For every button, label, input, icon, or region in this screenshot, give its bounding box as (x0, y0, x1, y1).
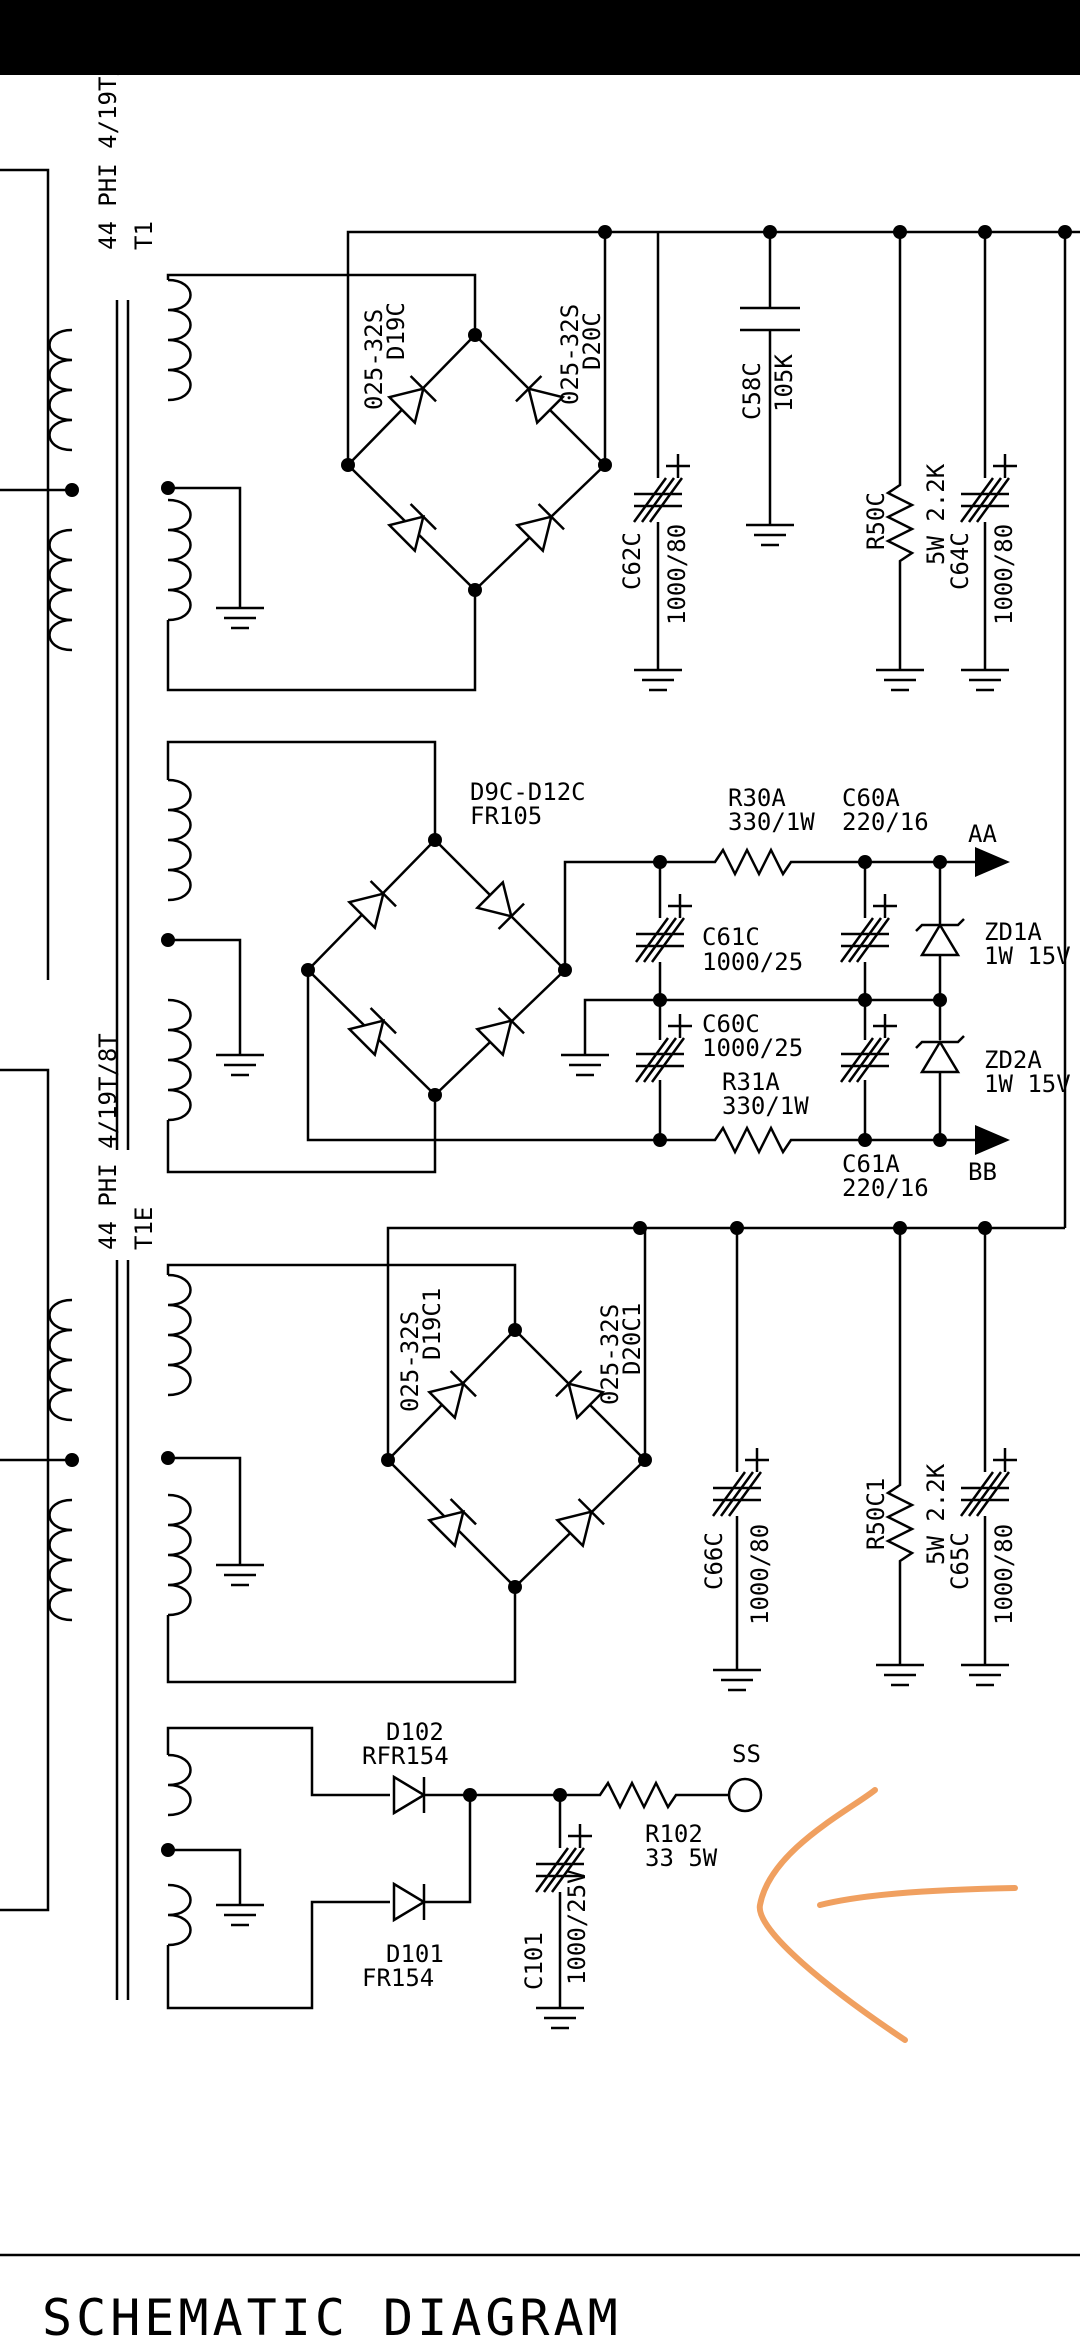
d20c1-ref: D20C1 (618, 1303, 646, 1375)
d20c-value: 025-32S (556, 304, 584, 405)
r31a-ref: R31A (722, 1068, 780, 1096)
r50c1-value: 5W 2.2K (922, 1463, 950, 1565)
r102-ref: R102 (645, 1820, 703, 1848)
transformer-t1e-id: T1E (130, 1207, 158, 1250)
middle-rectifier-section: D9C-D12C FR105 C61C 1000/25 C60C 1000/25… (161, 740, 1071, 1202)
zd2a-ref: ZD2A (984, 1046, 1042, 1074)
d102-ref: D102 (386, 1718, 444, 1746)
r50c-ref: R50C (862, 492, 890, 550)
c62c-ref: C62C (618, 532, 646, 590)
c60a-ref: C60A (842, 784, 900, 812)
status-bar (0, 0, 1080, 75)
diagram-title: SCHEMATIC DIAGRAM (42, 2289, 622, 2340)
output-bb-label: BB (968, 1158, 997, 1186)
c61a-value: 220/16 (842, 1174, 929, 1202)
d101-ref: D101 (386, 1940, 444, 1968)
c61a-ref: C61A (842, 1150, 900, 1178)
zd1a-value: 1W 15V (984, 942, 1071, 970)
c58c-value: 105K (770, 354, 798, 412)
c61c-ref: C61C (702, 923, 760, 951)
r50c-value: 5W 2.2K (922, 463, 950, 565)
d102-value: RFR154 (362, 1742, 449, 1770)
d19c-ref: D19C (382, 302, 410, 360)
d9c-ref: D9C-D12C (470, 778, 586, 806)
output-aa-label: AA (968, 820, 997, 848)
transformer-labels: 44 PHI 4/19T/ T1 44 PHI 4/19T/8T T1E (94, 62, 158, 1250)
output-ss-label: SS (732, 1740, 761, 1768)
lower-rectifier-section: 025-32S D19C1 025-32S D20C1 C66C 1000/80… (161, 1221, 1065, 1692)
r30a-value: 330/1W (728, 808, 815, 836)
primary-windings (0, 168, 130, 2000)
r102-value: 33 5W (645, 1844, 718, 1872)
c101-ref: C101 (520, 1932, 548, 1990)
transformer-t1-id: T1 (130, 221, 158, 250)
c64c-ref: C64C (946, 532, 974, 590)
d9c-value: FR105 (470, 802, 542, 830)
zd1a-ref: ZD1A (984, 918, 1042, 946)
top-rectifier-section: 025-32S D19C 025-32S D20C C62C 1000/80 C… (161, 225, 1080, 1228)
c101-value: 1000/25V (563, 1869, 591, 1985)
c60a-value: 220/16 (842, 808, 929, 836)
r31a-value: 330/1W (722, 1092, 809, 1120)
c65c-value: 1000/80 (990, 1524, 1018, 1625)
c61c-value: 1000/25 (702, 948, 803, 976)
ss-supply-section: SS D102 RFR154 D101 FR154 C101 1000/25V … (161, 1718, 763, 2030)
annotation-arrow (756, 1787, 1018, 2043)
c66c-ref: C66C (700, 1532, 728, 1590)
transformer-t1-part: 44 PHI 4/19T/ (94, 62, 122, 250)
c66c-value: 1000/80 (746, 1524, 774, 1625)
c65c-ref: C65C (946, 1532, 974, 1590)
transformer-t1e-part: 44 PHI 4/19T/8T (94, 1033, 122, 1250)
c60c-value: 1000/25 (702, 1034, 803, 1062)
d20c1-value: 025-32S (596, 1304, 624, 1405)
c58c-ref: C58C (738, 362, 766, 420)
r50c1-ref: R50C1 (862, 1478, 890, 1550)
d101-value: FR154 (362, 1964, 434, 1992)
c64c-value: 1000/80 (990, 524, 1018, 625)
d20c-ref: D20C (578, 312, 606, 370)
c62c-value: 1000/80 (663, 524, 691, 625)
zd2a-value: 1W 15V (984, 1070, 1071, 1098)
d19c1-value: 025-32S (396, 1311, 424, 1412)
d19c1-ref: D19C1 (418, 1288, 446, 1360)
r30a-ref: R30A (728, 784, 786, 812)
d19c-value: 025-32S (360, 309, 388, 410)
c60c-ref: C60C (702, 1010, 760, 1038)
